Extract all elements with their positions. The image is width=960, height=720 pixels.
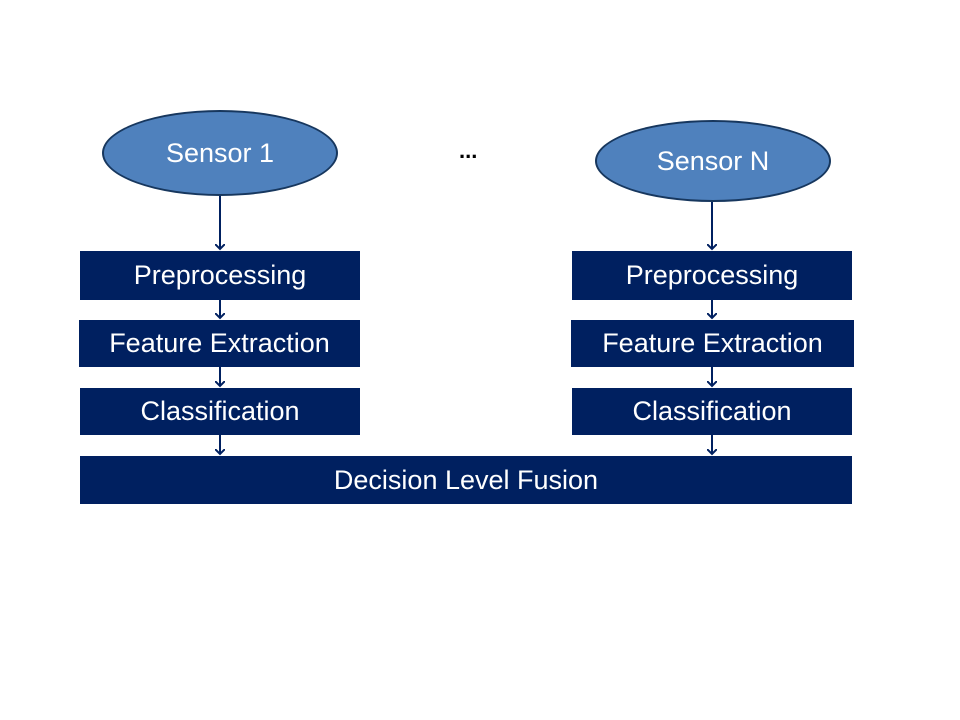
sensor-n-label: Sensor N — [656, 145, 770, 176]
left-classification-label: Classification — [140, 396, 300, 426]
left-feature-extraction-label: Feature Extraction — [109, 328, 330, 358]
decision-level-fusion-box: Decision Level Fusion — [80, 456, 852, 504]
sensor-1-label: Sensor 1 — [165, 137, 275, 168]
sensor-1-node: Sensor 1 — [102, 110, 338, 196]
left-feature-extraction-box: Feature Extraction — [79, 320, 360, 367]
right-feature-extraction-label: Feature Extraction — [602, 328, 823, 358]
right-classification-box: Classification — [572, 388, 852, 435]
right-preprocessing-label: Preprocessing — [625, 260, 799, 290]
sensor-n-node: Sensor N — [595, 120, 831, 202]
left-preprocessing-label: Preprocessing — [133, 260, 307, 290]
decision-level-fusion-label: Decision Level Fusion — [333, 464, 599, 495]
left-preprocessing-box: Preprocessing — [80, 251, 360, 300]
left-classification-box: Classification — [80, 388, 360, 435]
right-feature-extraction-box: Feature Extraction — [571, 320, 854, 367]
right-classification-label: Classification — [632, 396, 792, 426]
ellipsis-separator: ... — [459, 138, 478, 163]
right-preprocessing-box: Preprocessing — [572, 251, 852, 300]
